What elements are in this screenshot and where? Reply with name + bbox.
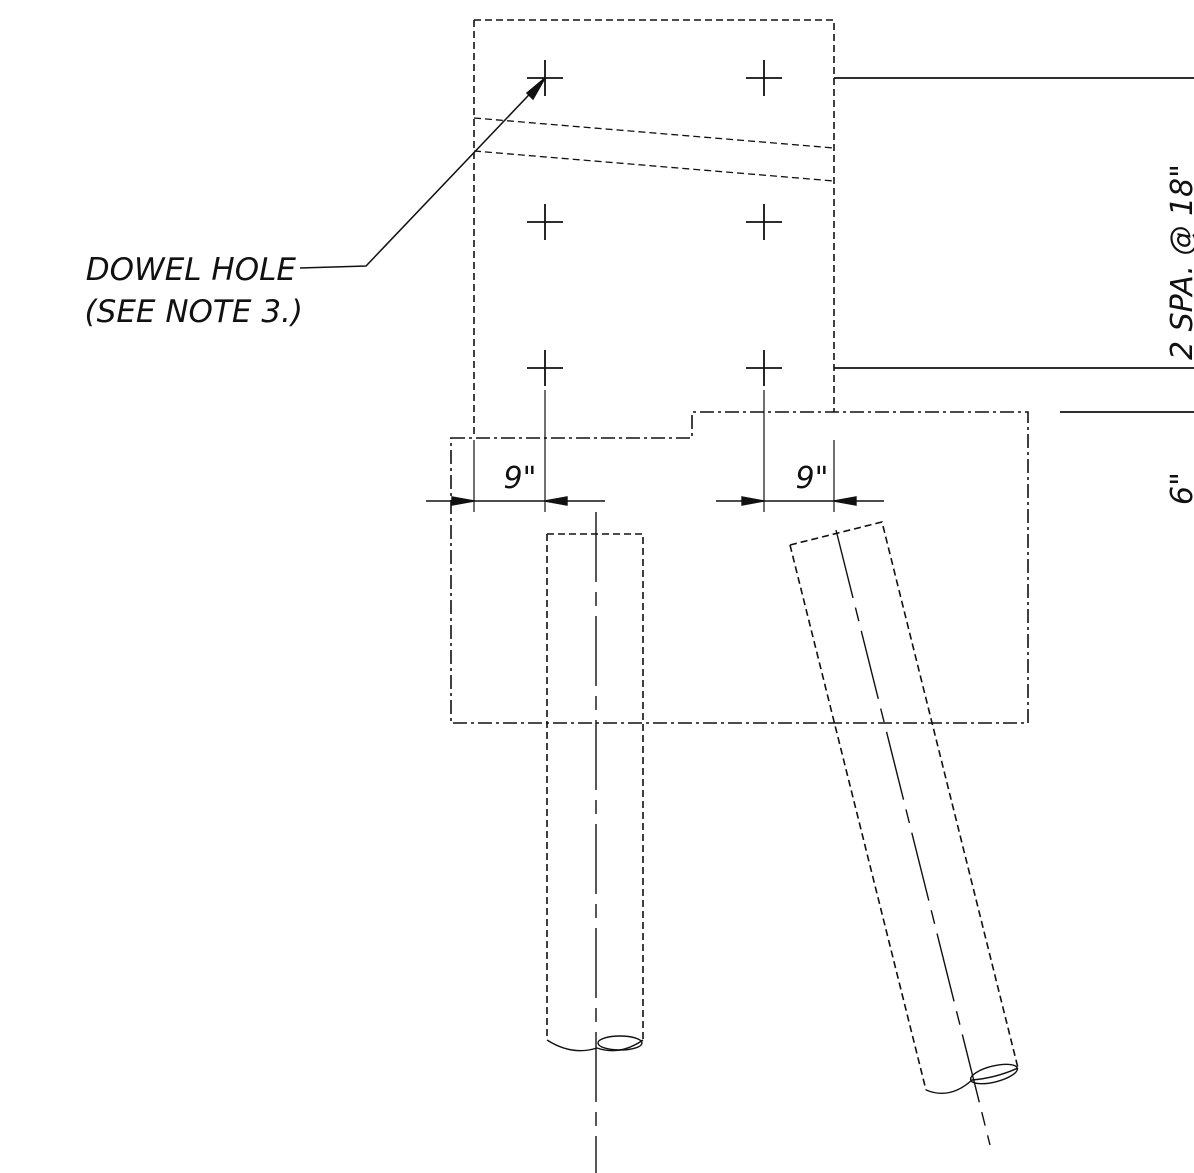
dimension-line-left	[426, 496, 605, 506]
dowel-hole-markers	[527, 60, 782, 386]
dowel-center-lines	[544, 390, 765, 512]
vertical-pile	[546, 512, 644, 1173]
upper-slab-outline	[473, 19, 835, 438]
extension-lines	[834, 77, 1194, 413]
callout-leader	[299, 77, 546, 269]
dowel-hole-cross	[746, 60, 782, 96]
pile-cap-outline	[450, 411, 1029, 724]
left-offset-dimension: 9"	[504, 461, 537, 496]
sloped-joint-lines	[473, 117, 835, 182]
dowel-hole-cross	[746, 204, 782, 240]
dowel-hole-cross	[527, 350, 563, 386]
spacing-label: 2 SPA. @ 18"	[1165, 164, 1194, 360]
dimension-extension-lines	[473, 440, 835, 512]
dimension-line-right	[716, 496, 884, 506]
dowel-hole-label: DOWEL HOLE	[86, 252, 297, 288]
right-offset-dimension: 9"	[796, 461, 829, 496]
lower-dimension-label: 6"	[1165, 472, 1194, 505]
dowel-hole-cross	[527, 204, 563, 240]
battered-pile	[789, 521, 1019, 1146]
dowel-hole-cross	[746, 350, 782, 386]
see-note-label: (SEE NOTE 3.)	[85, 294, 303, 330]
